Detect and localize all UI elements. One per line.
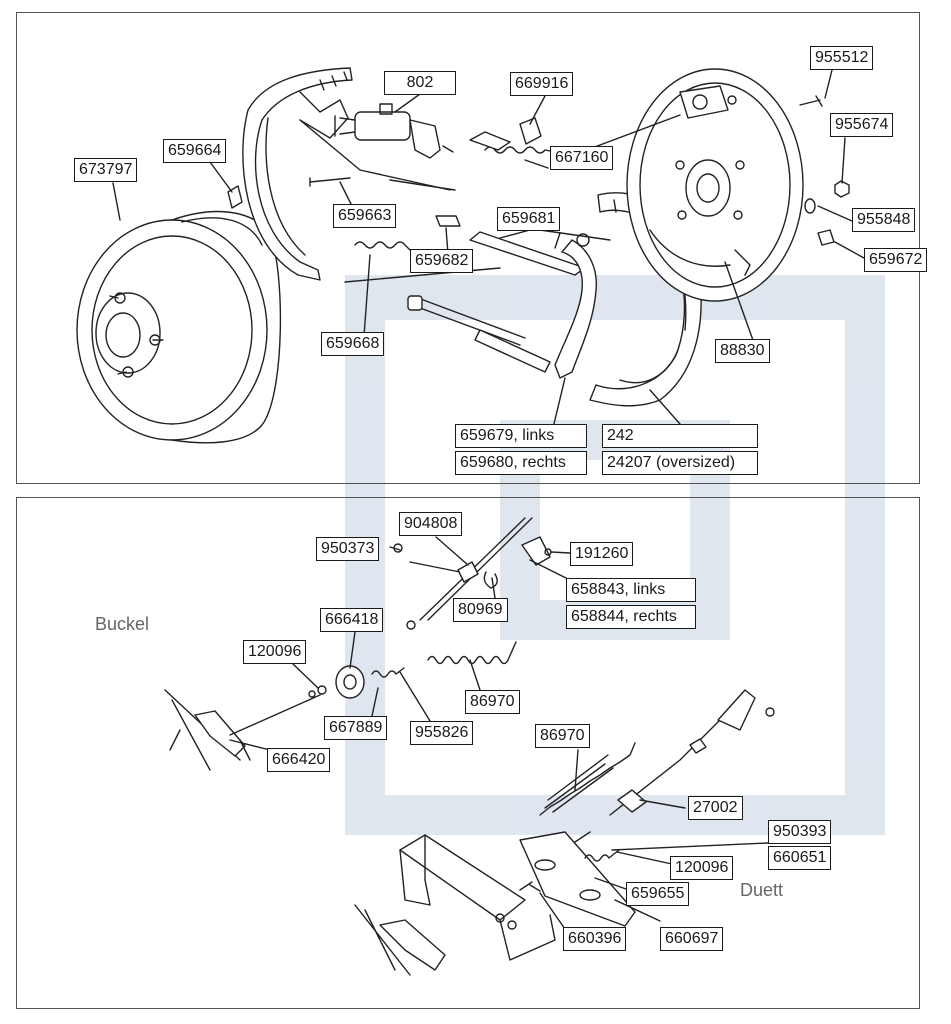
part-label-659664: 659664 [163,139,227,163]
part-label-802: 802 [384,71,456,95]
handbrake-lever [554,233,597,379]
part-label-120096-lower: 120096 [670,856,734,880]
part-label-659681: 659681 [497,207,561,231]
brake-shoe-left [242,67,353,281]
part-label-659680-rechts: 659680, rechts [455,451,587,475]
part-label-950393: 950393 [768,820,832,844]
part-label-80969: 80969 [453,598,508,622]
part-label-658843-links: 658843, links [566,578,696,602]
part-label-658844-rechts: 658844, rechts [566,605,696,629]
part-label-191260: 191260 [570,542,634,566]
part-label-86970-upper: 86970 [465,690,520,714]
part-label-242: 242 [602,424,758,448]
wheel-cylinder [334,103,454,159]
part-label-660697: 660697 [660,927,724,951]
part-label-955848: 955848 [852,208,916,232]
part-label-660396: 660396 [563,927,627,951]
top-panel-frame [16,12,920,484]
part-label-904808: 904808 [399,512,463,536]
annotation-duett: Duett [740,880,784,900]
part-label-669916: 669916 [510,72,574,96]
part-label-659663: 659663 [333,204,397,228]
part-label-659672: 659672 [864,248,928,272]
part-label-955512: 955512 [810,46,874,70]
part-label-24207-oversized: 24207 (oversized) [602,451,758,475]
part-label-673797: 673797 [74,158,138,182]
part-label-950373: 950373 [316,537,380,561]
part-label-659679-links: 659679, links [455,424,587,448]
part-label-659655: 659655 [626,882,690,906]
part-label-659682: 659682 [410,249,474,273]
brake-drum [76,210,282,444]
part-label-659668: 659668 [321,332,385,356]
part-label-955674: 955674 [830,113,894,137]
part-label-27002: 27002 [688,796,743,820]
part-label-667889: 667889 [324,716,388,740]
part-label-120096-upper: 120096 [243,640,307,664]
part-label-666420: 666420 [267,748,331,772]
part-label-666418: 666418 [320,608,384,632]
bottom-panel-frame [16,497,920,1009]
part-label-88830: 88830 [715,339,770,363]
backing-plate [626,68,804,302]
annotation-buckel: Buckel [95,614,150,634]
part-label-955826: 955826 [410,721,474,745]
part-label-660651: 660651 [768,846,832,870]
part-label-667160: 667160 [550,146,614,170]
part-label-86970-lower: 86970 [535,724,590,748]
